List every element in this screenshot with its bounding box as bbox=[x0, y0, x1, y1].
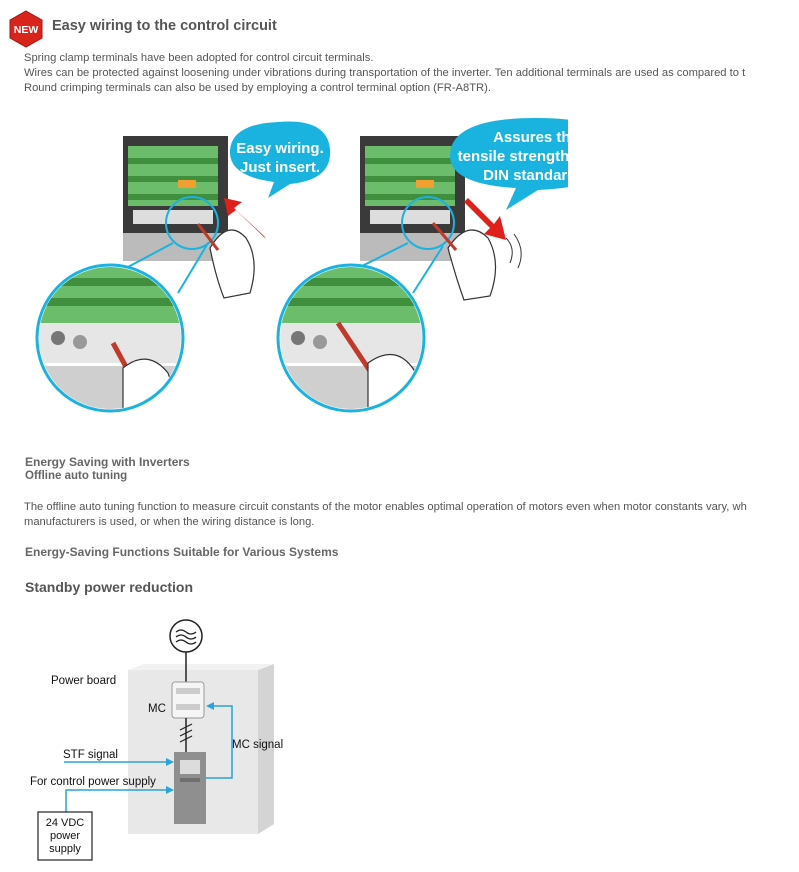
ac-source-icon bbox=[169, 619, 203, 653]
tuning-line-2: manufacturers is used, or when the wirin… bbox=[24, 516, 315, 528]
heading-energy-functions: Energy-Saving Functions Suitable for Var… bbox=[25, 545, 339, 559]
bubble-right-line-1: Assures the bbox=[493, 129, 568, 146]
section-title-standby: Standby power reduction bbox=[25, 579, 194, 595]
label-power-board: Power board bbox=[51, 675, 116, 687]
tuning-line-1: The offline auto tuning function to meas… bbox=[24, 501, 747, 513]
right-scene-icon: Assures the tensile strength of the DIN … bbox=[276, 118, 568, 413]
label-mc: MC bbox=[148, 703, 166, 715]
bubble-right-line-3: DIN standards. bbox=[483, 167, 568, 184]
intro-line-3: Round crimping terminals can also be use… bbox=[24, 82, 491, 94]
label-dc-line-3: supply bbox=[49, 843, 81, 855]
heading-energy-saving: Energy Saving with Inverters bbox=[25, 455, 190, 469]
bubble-right-line-2: tensile strength of the bbox=[458, 148, 568, 165]
new-badge-icon: NEW bbox=[9, 10, 43, 48]
new-badge-label: NEW bbox=[14, 24, 39, 36]
wiring-illustration: Easy wiring. Just insert. bbox=[35, 118, 568, 413]
label-stf-signal: STF signal bbox=[63, 749, 118, 761]
intro-line-1: Spring clamp terminals have been adopted… bbox=[24, 52, 374, 64]
mc-contactor-icon bbox=[171, 681, 205, 719]
label-dc-line-2: power bbox=[50, 830, 80, 842]
bubble-left-line-2: Just insert. bbox=[240, 159, 320, 176]
section-title-easy-wiring: Easy wiring to the control circuit bbox=[52, 18, 277, 34]
label-mc-signal: MC signal bbox=[232, 739, 283, 751]
label-control-supply: For control power supply bbox=[30, 776, 156, 788]
dc-supply-box bbox=[37, 811, 93, 861]
label-dc-line-1: 24 VDC bbox=[46, 817, 85, 829]
intro-line-2: Wires can be protected against loosening… bbox=[24, 67, 746, 79]
standby-power-diagram: Power board MC MC signal STF signal For … bbox=[30, 619, 283, 861]
left-scene-icon: Easy wiring. Just insert. bbox=[35, 121, 331, 413]
bubble-left-line-1: Easy wiring. bbox=[236, 140, 324, 157]
subheading-offline-tuning: Offline auto tuning bbox=[25, 470, 128, 482]
